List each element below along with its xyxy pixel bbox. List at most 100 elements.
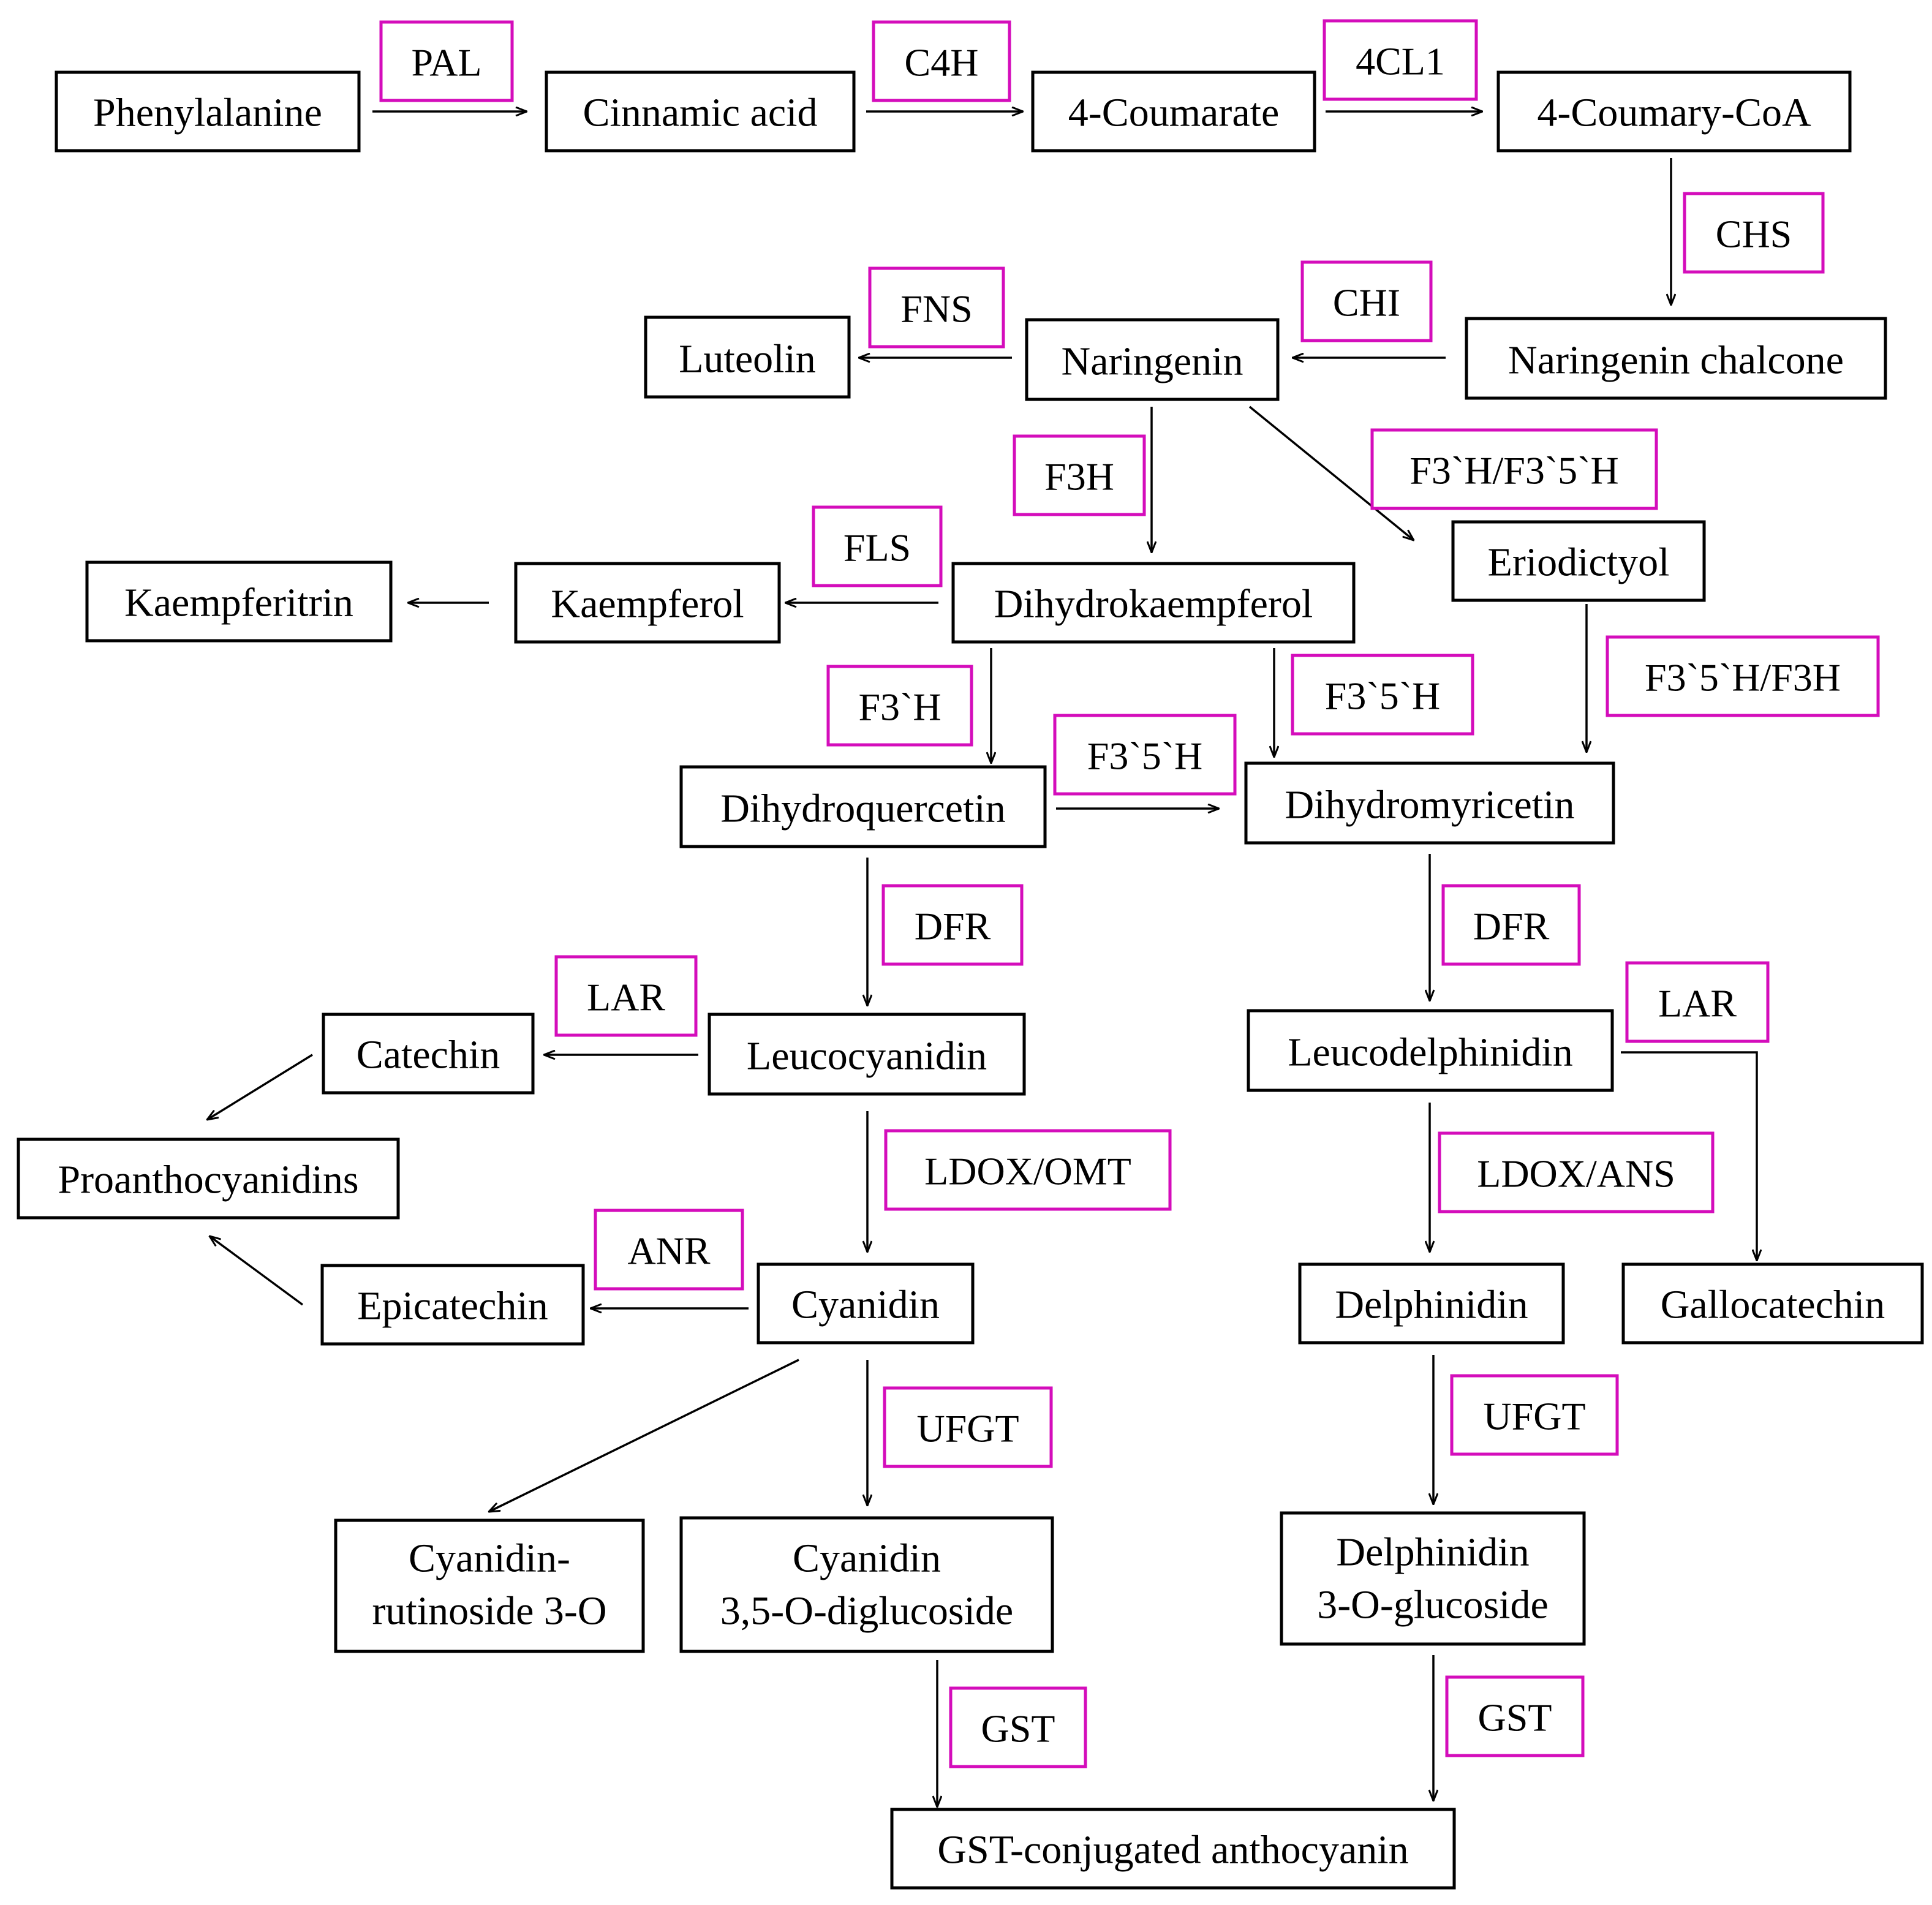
metabolite-cyanidin-diglucoside: Cyanidin 3,5-O-diglucoside [679,1516,1054,1653]
enzyme-dfr-left: DFR [881,884,1024,966]
enzyme-f35h-dihydrokaempferol: F3`5`H [1291,654,1474,736]
enzyme-f35h-dihydroquercetin: F3`5`H [1053,714,1237,796]
enzyme-ufgt-right: UFGT [1450,1374,1619,1456]
enzyme-ldox-omt: LDOX/OMT [884,1129,1172,1211]
metabolite-gallocatechin: Gallocatechin [1621,1262,1924,1345]
metabolite-label: Kaempferol [551,582,744,627]
enzyme-label: UFGT [1483,1395,1585,1438]
metabolite-label-line-2: 3-O-glucoside [1317,1583,1549,1628]
enzyme-4cl1: 4CL1 [1323,19,1478,101]
enzyme-label: F3`5`H/F3H [1645,656,1841,700]
enzyme-label: LDOX/OMT [924,1150,1131,1193]
enzyme-ldox-ans: LDOX/ANS [1438,1131,1715,1213]
metabolite-label: Naringenin chalcone [1508,338,1844,383]
metabolite-eriodictyol: Eriodictyol [1451,520,1706,602]
enzyme-label: F3H [1044,455,1114,499]
metabolite-label: Cyanidin [791,1283,940,1327]
enzyme-dfr-right: DFR [1441,884,1581,966]
metabolite-label: 4-Coumarate [1068,91,1280,135]
enzyme-label: LDOX/ANS [1477,1152,1675,1196]
metabolite-label-line-1: Cyanidin [793,1536,941,1581]
metabolite-delphinidin: Delphinidin [1298,1262,1565,1345]
enzyme-label: DFR [1473,905,1550,948]
metabolite-dihydroquercetin: Dihydroquercetin [679,765,1047,848]
enzyme-label: LAR [1658,982,1737,1025]
enzyme-ufgt-left: UFGT [883,1386,1053,1468]
arrow-cyanidin-to-rutinoside [489,1359,799,1512]
metabolite-label: Dihydromyricetin [1285,783,1575,828]
arrow-catechin-to-proanthocyanidins [207,1054,313,1120]
metabolite-label-line-2: rutinoside 3-O [372,1589,606,1634]
metabolite-label-line-1: Cyanidin- [409,1536,570,1581]
metabolite-luteolin: Luteolin [644,315,851,399]
metabolite-label: Phenylalanine [93,91,322,135]
arrow-leucodelphinidin-to-gallocatechin [1621,1051,1757,1261]
metabolite-phenylalanine: Phenylalanine [55,70,361,153]
enzyme-label: 4CL1 [1356,40,1445,83]
metabolite-label: Leucodelphinidin [1288,1030,1573,1075]
enzyme-label: PAL [411,41,481,85]
metabolite-label: 4-Coumary-CoA [1537,91,1811,135]
enzyme-f35h-f3h: F3`5`H/F3H [1606,635,1880,717]
enzyme-label: ANR [627,1229,710,1273]
metabolite-label: Cinnamic acid [583,91,817,135]
enzyme-label: C4H [905,41,979,85]
metabolite-4-coumarate: 4-Coumarate [1031,70,1316,153]
enzyme-f3h-f35h: F3`H/F3`5`H [1370,428,1658,510]
metabolite-naringenin-chalcone: Naringenin chalcone [1465,317,1887,400]
enzyme-label: CHI [1333,281,1400,325]
enzyme-pal: PAL [379,20,514,102]
enzyme-chs: CHS [1683,192,1825,274]
metabolite-catechin: Catechin [322,1013,535,1095]
metabolite-label: GST-conjugated anthocyanin [937,1828,1408,1873]
metabolite-epicatechin: Epicatechin [320,1264,585,1346]
metabolite-kaempferol: Kaempferol [514,562,781,644]
metabolite-dihydrokaempferol: Dihydrokaempferol [951,562,1356,644]
metabolite-4-coumary-coa: 4-Coumary-CoA [1496,70,1852,153]
enzyme-chi: CHI [1300,260,1433,342]
enzyme-label: CHS [1716,213,1792,256]
enzyme-label: F3`5`H [1087,734,1202,778]
metabolite-label: Luteolin [679,337,816,382]
enzyme-f3prime-h: F3`H [826,665,973,747]
metabolite-label: Epicatechin [357,1284,548,1329]
metabolite-label: Proanthocyanidins [58,1158,358,1202]
metabolite-cyanidin: Cyanidin [757,1262,975,1345]
enzyme-lar-left: LAR [554,955,698,1037]
metabolite-label: Gallocatechin [1661,1283,1885,1327]
metabolite-leucocyanidin: Leucocyanidin [708,1013,1026,1096]
metabolite-kaempferitrin: Kaempferitrin [85,560,393,643]
metabolite-label: Catechin [357,1033,500,1077]
arrow-naringenin-to-eriodictyol [1248,406,1414,540]
metabolite-label: Kaempferitrin [124,581,353,625]
metabolite-delphinidin-glucoside: Delphinidin 3-O-glucoside [1280,1511,1586,1646]
enzyme-label: LAR [587,976,665,1019]
enzyme-label: GST [1478,1696,1552,1740]
metabolite-label: Eriodictyol [1488,540,1670,585]
metabolite-label: Leucocyanidin [747,1034,987,1079]
enzyme-anr: ANR [594,1209,744,1291]
metabolite-label: Dihydrokaempferol [994,582,1313,627]
arrow-epicatechin-to-proanthocyanidins [209,1236,304,1306]
enzyme-f3h: F3H [1013,434,1146,516]
metabolite-proanthocyanidins: Proanthocyanidins [17,1137,400,1220]
enzyme-label: DFR [915,905,991,948]
metabolite-dihydromyricetin: Dihydromyricetin [1244,761,1615,845]
enzyme-label: GST [981,1707,1055,1751]
metabolite-label: Dihydroquercetin [720,787,1006,831]
metabolite-cyanidin-rutinoside: Cyanidin- rutinoside 3-O [334,1518,645,1653]
enzyme-label: FLS [843,526,911,570]
enzyme-fls: FLS [812,505,943,587]
metabolite-gst-conjugated-anthocyanin: GST-conjugated anthocyanin [890,1808,1456,1890]
metabolite-label: Delphinidin [1335,1283,1528,1327]
enzyme-label: F3`H/F3`5`H [1409,449,1618,492]
enzyme-label: UFGT [916,1407,1019,1450]
enzyme-label: FNS [900,287,972,331]
metabolite-cinnamic-acid: Cinnamic acid [545,70,856,153]
metabolite-naringenin: Naringenin [1025,318,1280,401]
metabolite-label-line-2: 3,5-O-diglucoside [720,1589,1013,1634]
enzyme-label: F3`5`H [1325,674,1440,718]
enzyme-c4h: C4H [872,20,1011,102]
enzyme-label: F3`H [858,685,941,729]
